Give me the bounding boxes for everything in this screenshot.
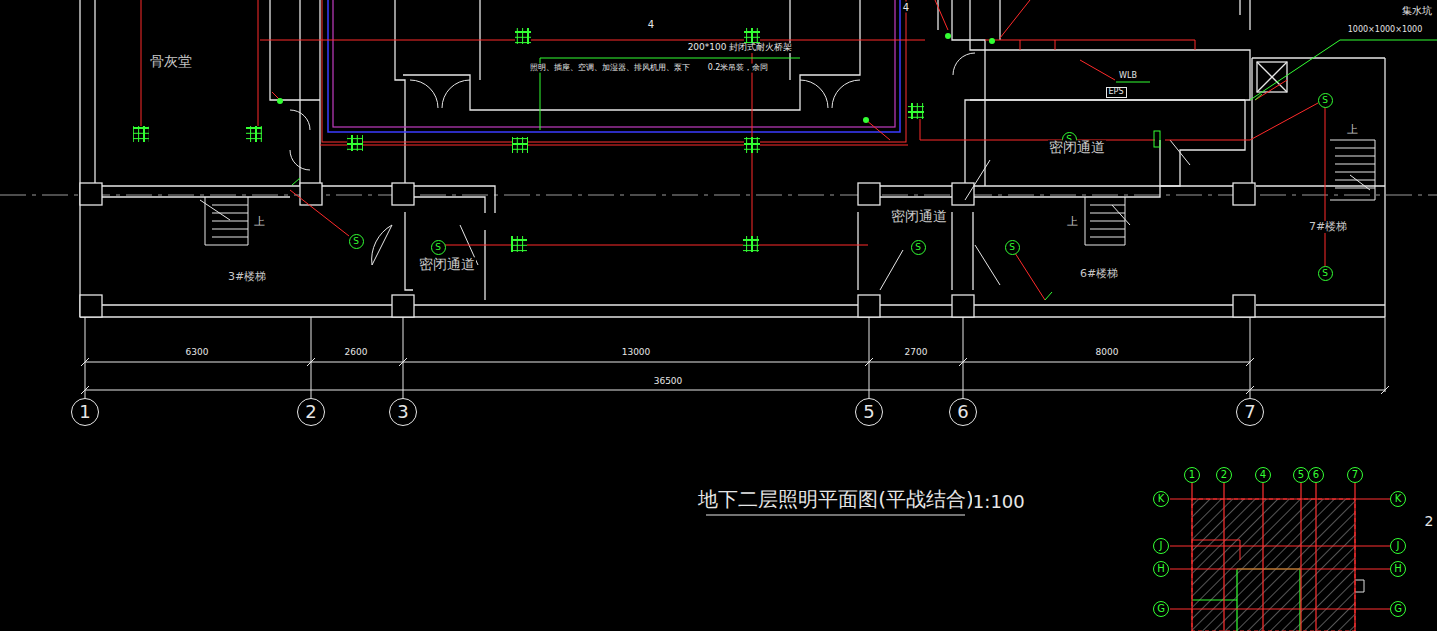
switch-symbol: S [1318,93,1333,108]
stair-mark: 上 [253,216,266,228]
room-name: 密闭通道 [890,209,948,224]
node-text: 2 [1221,470,1227,480]
node-text: 5 [1298,470,1304,480]
room-name: 7#楼梯 [1308,221,1348,233]
node-text: H [1394,564,1402,574]
node-text: S [1009,243,1015,252]
dimension-text: 6300 [185,348,210,358]
node-text: 5 [863,403,874,421]
switch-symbol: S [349,234,364,249]
room-name: 骨灰堂 [149,54,193,69]
stair-mark: 上 [1346,124,1359,136]
node-text: 6 [1313,470,1319,480]
circuit-name: WLB [1118,72,1138,81]
axis-bubble: K [1390,491,1406,507]
panel-box: EPS [1106,87,1127,98]
axis-bubble: 4 [1255,467,1271,483]
node-text: 1 [1189,470,1195,480]
node-text: 2 [305,403,316,421]
node-text: S [435,243,441,252]
note-text: 照明、插座、空调、加湿器、排风机用、泵下 [529,64,691,73]
axis-bubble: K [1153,491,1169,507]
axis-bubble: 6 [949,398,977,426]
axis-bubble: 5 [855,398,883,426]
axis-bubble: 3 [389,398,417,426]
node-text: S [353,237,359,246]
dimension-text: 2700 [904,348,929,358]
note-text: 200*100 封闭式耐火桥架 [687,43,794,53]
node-text: K [1158,494,1165,504]
switch-symbol: S [1005,240,1020,255]
node-text: 1 [79,403,90,421]
dimension-text: 1000×1000×1000 [1347,26,1423,35]
axis-bubble: J [1153,538,1169,554]
axis-bubble: 1 [71,398,99,426]
axis-bubble: 6 [1308,467,1324,483]
axis-bubble: G [1390,601,1406,617]
axis-bubble: G [1153,601,1169,617]
axis-bubble: 1 [1184,467,1200,483]
node-text: S [1322,269,1328,278]
axis-bubble: 7 [1347,467,1363,483]
dimension-text: 2600 [344,348,369,358]
drawing-title: 地下二层照明平面图(平战结合) [697,488,975,510]
node-text: 6 [957,403,968,421]
node-text: J [1397,541,1400,551]
room-name: 密闭通道 [1048,140,1106,155]
note-text: 集水坑 [1401,5,1433,16]
room-name: 6#楼梯 [1079,268,1119,280]
node-text: EPS [1109,88,1124,96]
dimension-text: 36500 [653,377,684,387]
room-name: 3#楼梯 [227,271,267,283]
dimension-text: 8000 [1095,348,1120,358]
axis-bubble: 5 [1293,467,1309,483]
stair-mark: 上 [1066,216,1079,228]
note-text: 0.2米吊装，余同 [707,64,770,73]
room-name: 密闭通道 [418,257,476,272]
node-text: 4 [1260,470,1266,480]
axis-bubble: J [1390,538,1406,554]
axis-bubble: H [1153,561,1169,577]
axis-bubble: 2 [297,398,325,426]
node-text: G [1157,604,1165,614]
node-text: G [1394,604,1402,614]
node-text: K [1395,494,1402,504]
callout-number: 4 [902,1,910,12]
node-text: J [1160,541,1163,551]
node-text: S [1322,96,1328,105]
node-text: S [915,243,921,252]
dimension-text: 13000 [621,348,652,358]
node-text: 7 [1244,403,1255,421]
axis-bubble: H [1390,561,1406,577]
switch-symbol: S [911,240,926,255]
switch-symbol: S [1318,266,1333,281]
sheet-number: 2 [1424,514,1435,529]
node-text: 3 [397,403,408,421]
node-text: H [1157,564,1165,574]
scale-text: 1:100 [972,492,1026,512]
switch-symbol: S [431,240,446,255]
axis-bubble: 2 [1216,467,1232,483]
axis-bubble: 7 [1236,398,1264,426]
node-text: 7 [1352,470,1358,480]
callout-number: 4 [647,19,655,30]
